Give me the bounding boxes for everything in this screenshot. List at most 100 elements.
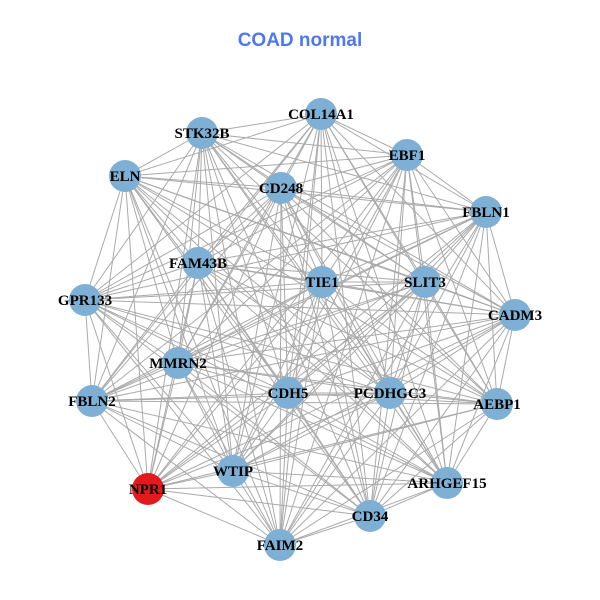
edge-ebf1-wtip: [232, 154, 408, 472]
edge-slit3-wtip: [232, 281, 426, 472]
edge-col14a1-fam43b: [197, 113, 322, 264]
node-label: FAM43B: [169, 256, 227, 272]
edge-aebp1-cd34: [369, 403, 498, 517]
node-cd248: CD248: [259, 172, 303, 204]
edge-cadm3-pcdhgc3: [389, 314, 516, 394]
edge-gpr133-aebp1: [84, 299, 498, 405]
edge-fbln1-npr1: [147, 211, 487, 490]
node-slit3: SLIT3: [404, 266, 446, 298]
edge-mmrn2-arhgef15: [177, 362, 448, 484]
edge-col14a1-tie1: [320, 113, 323, 283]
edge-fbln2-npr1: [91, 400, 149, 490]
node-circle: [409, 266, 441, 298]
edge-col14a1-aebp1: [320, 113, 498, 405]
edge-cd248-cdh5: [280, 187, 289, 394]
edge-ebf1-arhgef15: [406, 154, 448, 484]
node-fam43b: FAM43B: [169, 247, 227, 279]
edge-eln-pcdhgc3: [124, 175, 391, 394]
node-label: MMRN2: [149, 356, 206, 372]
edge-pcdhgc3-arhgef15: [389, 392, 448, 484]
edge-ebf1-cd248: [280, 154, 408, 189]
edge-col14a1-wtip: [232, 113, 322, 472]
edge-pcdhgc3-cd34: [369, 392, 391, 517]
edge-cd248-slit3: [280, 187, 426, 283]
edge-stk32b-gpr133: [84, 132, 203, 301]
node-cd34: CD34: [352, 500, 389, 532]
node-fbln2: FBLN2: [68, 385, 116, 417]
edge-cd248-wtip: [232, 187, 282, 472]
edge-pcdhgc3-faim2: [279, 392, 391, 546]
node-label: SLIT3: [404, 275, 446, 291]
node-circle: [391, 139, 423, 171]
node-label: CDH5: [268, 386, 309, 402]
edge-slit3-aebp1: [424, 281, 498, 405]
edge-stk32b-npr1: [147, 132, 203, 490]
nodes-layer: COL14A1STK32BEBF1CD248ELNFBLN1FAM43BTIE1…: [58, 98, 542, 561]
edge-tie1-cadm3: [321, 281, 516, 316]
edge-tie1-npr1: [147, 281, 323, 490]
edge-gpr133-fbln2: [84, 299, 93, 402]
node-circle: [470, 196, 502, 228]
node-label: FBLN1: [462, 205, 510, 221]
edge-gpr133-cadm3: [84, 299, 516, 316]
edge-cdh5-npr1: [147, 392, 289, 490]
node-label: FAIM2: [257, 538, 303, 554]
edge-stk32b-fbln2: [91, 132, 203, 402]
node-label: PCDHGC3: [354, 386, 427, 402]
node-circle: [217, 455, 249, 487]
node-circle: [69, 284, 101, 316]
edge-tie1-cd34: [321, 281, 371, 517]
edge-fbln1-tie1: [321, 211, 487, 283]
edge-mmrn2-cdh5: [177, 362, 289, 394]
edge-mmrn2-wtip: [177, 362, 234, 472]
edge-slit3-arhgef15: [424, 281, 448, 484]
node-tie1: TIE1: [305, 266, 339, 298]
edge-gpr133-arhgef15: [84, 299, 448, 484]
edge-eln-arhgef15: [124, 175, 448, 484]
edge-aebp1-faim2: [279, 403, 498, 546]
edge-eln-mmrn2: [124, 175, 179, 364]
edge-col14a1-cadm3: [320, 113, 516, 316]
node-label: EBF1: [389, 148, 426, 164]
node-circle: [354, 500, 386, 532]
edge-gpr133-cd34: [84, 299, 371, 517]
edge-col14a1-faim2: [279, 113, 322, 546]
node-circle: [431, 467, 463, 499]
edge-gpr133-cdh5: [84, 299, 289, 394]
node-circle: [109, 160, 141, 192]
edge-eln-cd34: [124, 175, 371, 517]
node-circle: [374, 377, 406, 409]
node-circle: [305, 98, 337, 130]
node-npr1: NPR1: [129, 473, 167, 505]
edge-fbln1-cd34: [369, 211, 487, 517]
edge-stk32b-ebf1: [201, 132, 408, 156]
edge-npr1-arhgef15: [147, 482, 448, 490]
edge-cd248-eln: [124, 175, 282, 189]
node-circle: [76, 385, 108, 417]
edge-gpr133-wtip: [84, 299, 234, 472]
edge-fbln1-aebp1: [485, 211, 498, 405]
edge-eln-gpr133: [84, 175, 126, 301]
edge-aebp1-npr1: [147, 403, 498, 490]
edge-pcdhgc3-wtip: [232, 392, 391, 472]
node-cdh5: CDH5: [268, 377, 309, 409]
node-wtip: WTIP: [213, 455, 253, 487]
node-arhgef15: ARHGEF15: [407, 467, 487, 499]
edge-fbln1-faim2: [279, 211, 487, 546]
node-circle: [182, 247, 214, 279]
edge-fam43b-wtip: [197, 262, 234, 472]
edge-cd248-faim2: [279, 187, 282, 546]
edge-stk32b-pcdhgc3: [201, 132, 391, 394]
edge-col14a1-stk32b: [201, 113, 322, 134]
edge-cdh5-faim2: [279, 392, 289, 546]
node-label: CD248: [259, 181, 303, 197]
edge-tie1-cdh5: [287, 281, 323, 394]
node-circle: [272, 377, 304, 409]
chart-title: COAD normal: [237, 30, 363, 51]
edge-eln-fam43b: [124, 175, 199, 264]
edge-stk32b-fbln1: [201, 132, 487, 213]
node-gpr133: GPR133: [58, 284, 112, 316]
edge-col14a1-gpr133: [84, 113, 322, 301]
edge-tie1-aebp1: [321, 281, 498, 405]
